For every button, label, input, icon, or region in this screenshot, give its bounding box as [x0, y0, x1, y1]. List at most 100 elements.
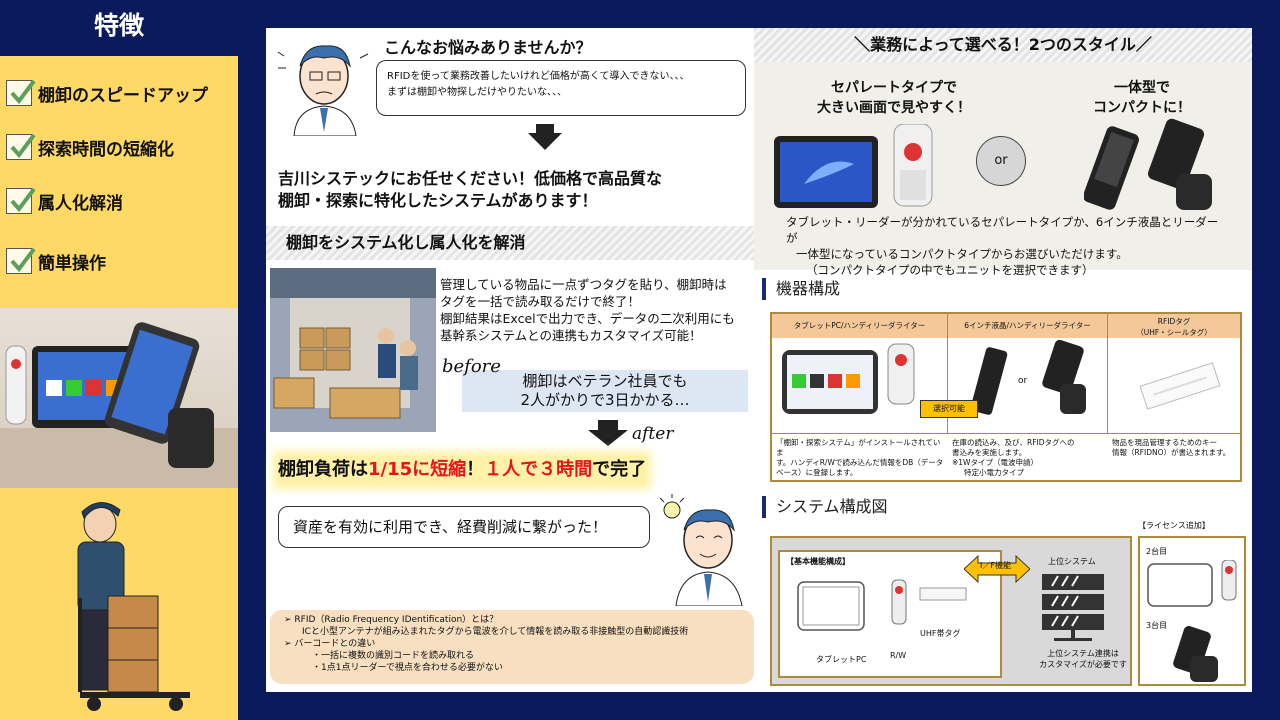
worker-illustration [0, 488, 238, 720]
result-part: で完了 [592, 459, 647, 480]
caption-line: 一体型で [1114, 80, 1170, 96]
upper-system-label: 上位システム [1048, 557, 1096, 566]
tablet-label: タブレットPC [816, 655, 867, 664]
desc-line: 情報（RFIDNO）が書込まれます。 [1112, 448, 1231, 457]
happy-person-illustration [656, 494, 752, 607]
handheld-icon [1173, 626, 1218, 682]
rfid-line: ➢ バーコードとの違い [284, 639, 376, 649]
tablet-reader-image [782, 343, 915, 414]
tablet-icon [1147, 560, 1237, 607]
upper-system-note: 上位システム連携は カスタマイズが必要です [1028, 648, 1138, 670]
rfid-line: ➢ RFID（Radio Frequency IDentification）とは… [284, 615, 499, 625]
handheld-terminal-icon [1084, 118, 1212, 210]
note-line: 上位システム連携は [1047, 649, 1119, 658]
solution-line: 棚卸・探索に特化したシステムがあります！ [278, 191, 598, 210]
feature-item: 探索時間の短縮化 [6, 132, 174, 162]
before-line: 2人がかりで3日かかる… [520, 391, 690, 409]
before-line: 棚卸はベテラン社員でも [522, 372, 688, 390]
caption-line: コンパクトに！ [1093, 100, 1191, 116]
rfid-line: ・一括に複数の識別コードを読み取れる [312, 651, 475, 661]
checkbox-icon [6, 79, 36, 106]
caption-line: セパレートタイプで [831, 80, 957, 96]
description-line: （コンパクトタイプの中でもユニットを選択できます） [806, 263, 1094, 277]
worried-person-illustration [276, 36, 372, 137]
checkbox-icon [6, 133, 36, 160]
table-header: 6インチ液晶/ハンディリーダライター [948, 314, 1108, 338]
description-line: 棚卸結果はExcelで出力でき、データの二次利用にも [440, 311, 735, 326]
desc-line: 「棚卸・探索システム」がインストールされていま [776, 438, 941, 457]
feature-item: 簡単操作 [6, 246, 106, 276]
license-label: 【ライセンス追加】 [1138, 521, 1210, 530]
feature-item: 棚卸のスピードアップ [6, 78, 208, 108]
description-line: タグを一括で読み取るだけで終了！ [440, 294, 641, 309]
customer-voice-bubble: 資産を有効に利用でき、経費削減に繋がった！ [278, 506, 650, 548]
sidebar-title: 特徴 [0, 0, 238, 56]
equipment-table: タブレットPC/ハンディリーダライター 6インチ液晶/ハンディリーダライター R… [770, 312, 1242, 482]
solution-line: 吉川システックにお任せください！低価格で高品質な [278, 169, 663, 188]
desc-line: 在庫の読込み、及び、RFIDタグへの [952, 438, 1075, 447]
before-box: 棚卸はベテラン社員でも 2人がかりで3日かかる… [462, 370, 748, 412]
description-line: タブレット・リーダーが分かれているセパレートタイプか、6インチ液晶とリーダーが [786, 215, 1219, 245]
basic-config-box: 【基本機能構成】 タブレットPC R/W UHF帯タグ [778, 550, 1002, 678]
table-cell-desc: 在庫の読込み、及び、RFIDタグへの 書込みを実施します。 ※1Wタイプ（電波申… [948, 436, 1108, 480]
description-line: 管理している物品に一点ずつタグを貼り、棚卸時は [440, 277, 727, 292]
rfid-line: ICと小型アンテナが組み込まれたタグから電波を介して情報を読み取る非接触型の自動… [302, 627, 689, 637]
result-part: ！ [466, 459, 485, 480]
description-line: 一体型になっているコンパクトタイプからお選びいただけます。 [796, 247, 1128, 261]
table-cell-image: or [948, 338, 1108, 434]
interface-arrow-icon [964, 554, 1030, 584]
result-part-emphasis: １人で３時間 [484, 459, 593, 480]
unit-3-label: 3台目 [1146, 621, 1168, 630]
table-cell-desc: 「棚卸・探索システム」がインストールされていま す。ハンディR/Wで読み込んだ情… [772, 436, 948, 480]
or-separator: or [976, 136, 1026, 186]
sidebar: 特徴 棚卸のスピードアップ 探索時間の短縮化 属人化解消 簡単操作 [0, 0, 238, 720]
feature-label: 簡単操作 [38, 253, 106, 274]
rfid-line: ・1点1点リーダーで視点を合わせる必要がない [312, 663, 503, 673]
feature-label: 探索時間の短縮化 [38, 139, 174, 160]
style-options: セパレートタイプで 大きい画面で見やすく！ 一体型で コンパクトに！ or タブ… [754, 62, 1252, 277]
table-cell-image [772, 338, 948, 434]
unit-2-label: 2台目 [1146, 547, 1168, 556]
desc-line: 特定小電力タイプ [964, 468, 1024, 477]
worries-line: RFIDを使って業務改善したいけれど価格が高くて導入できない、、、 [387, 71, 690, 82]
license-box: 2台目 3台目 [1138, 536, 1246, 686]
caption-line: 大きい画面で見やすく！ [817, 100, 971, 116]
style-description: タブレット・リーダーが分かれているセパレートタイプか、6インチ液晶とリーダーが … [786, 214, 1226, 278]
rfid-explanation-box: ➢ RFID（Radio Frequency IDentification）とは… [270, 610, 754, 684]
before-label: before [442, 356, 501, 377]
selectable-badge: 選択可能 [920, 400, 978, 418]
uhf-tag-label: UHF帯タグ [920, 629, 961, 638]
basic-config-label: 【基本機能構成】 [786, 557, 850, 566]
worries-bubble: RFIDを使って業務改善したいけれど価格が高くて導入できない、、、 まずは棚卸や… [376, 60, 746, 116]
separate-type-caption: セパレートタイプで 大きい画面で見やすく！ [794, 78, 994, 118]
description-line: 基幹系システムとの連携もカスタマイズ可能！ [440, 328, 702, 343]
checkbox-icon [6, 187, 36, 214]
down-arrow-icon [588, 420, 628, 446]
section-title-inventory: 棚卸をシステム化し属人化を解消 [266, 226, 754, 260]
result-part-emphasis: 1/15に短縮 [368, 459, 467, 480]
main-panel: こんなお悩みありませんか？ RFIDを使って業務改善したいけれど価格が高くて導入… [266, 28, 1252, 692]
note-line: カスタマイズが必要です [1039, 660, 1127, 669]
feature-list: 棚卸のスピードアップ 探索時間の短縮化 属人化解消 簡単操作 [0, 56, 238, 308]
if-label: I／F機能 [980, 561, 1011, 570]
feature-label: 棚卸のスピードアップ [38, 85, 208, 106]
system-diagram: 【基本機能構成】 タブレットPC R/W UHF帯タグ I／F機能 上位システム… [770, 536, 1132, 686]
integrated-type-caption: 一体型で コンパクトに！ [1052, 78, 1232, 118]
device-photo [0, 308, 238, 488]
basic-devices-icon [797, 579, 967, 631]
desc-line: ※1Wタイプ（電波申請） [952, 458, 1038, 467]
table-cell-desc: 物品を現品管理するためのキー 情報（RFIDNO）が書込まれます。 [1108, 436, 1240, 460]
system-section-title: システム構成図 [762, 496, 888, 518]
server-icon [1042, 574, 1104, 641]
checkbox-icon [6, 247, 36, 274]
worries-title: こんなお悩みありませんか？ [384, 38, 592, 57]
result-highlight: 棚卸負荷は1/15に短縮！１人で３時間で完了 [278, 456, 647, 484]
equipment-section-title: 機器構成 [762, 278, 840, 300]
desc-line: ベース）に登録します。 [776, 468, 858, 477]
down-arrow-icon [528, 124, 562, 150]
section-title-styles: ＼業務によって選べる！2つのスタイル／ [754, 28, 1252, 62]
table-cell-image [1108, 338, 1240, 434]
or-separator: or [1018, 376, 1028, 386]
worries-line: まずは棚卸や物探しだけやりたいな、、、 [387, 87, 567, 98]
result-part: 棚卸負荷は [278, 459, 368, 480]
